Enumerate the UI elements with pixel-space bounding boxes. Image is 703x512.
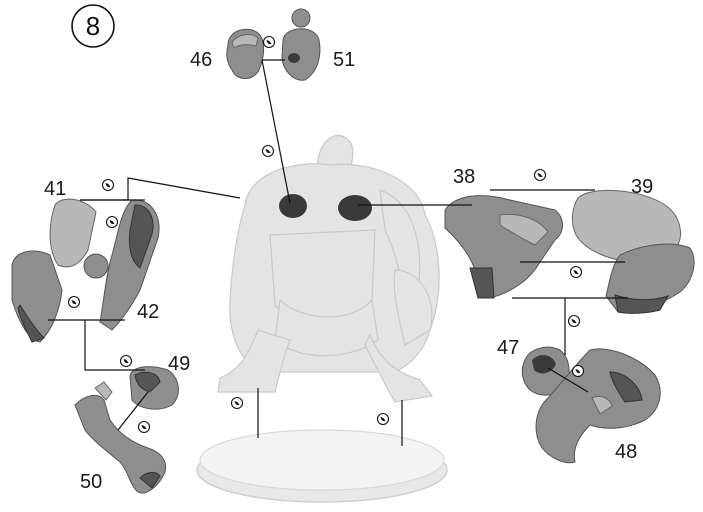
glue-drop-icon (263, 146, 274, 157)
label-50: 50 (80, 471, 102, 493)
glue-drop-icon (573, 366, 584, 377)
label-47: 47 (497, 337, 519, 359)
glue-drop-icon (571, 267, 582, 278)
glue-drop-icon (121, 356, 132, 367)
step-badge: 8 (72, 5, 114, 47)
base-disc (197, 430, 447, 502)
label-42: 42 (137, 301, 159, 323)
label-49: 49 (168, 353, 190, 375)
label-39: 39 (631, 176, 653, 198)
glue-drop-icon (232, 398, 243, 409)
glue-drop-icon (535, 170, 546, 181)
arm-39 (572, 190, 694, 313)
main-figure (218, 136, 439, 402)
glue-drop-icon (103, 180, 114, 191)
label-41: 41 (44, 178, 66, 200)
label-38: 38 (453, 166, 475, 188)
glue-drop-icon (107, 217, 118, 228)
label-48: 48 (615, 441, 637, 463)
head-46 (227, 29, 264, 78)
head-socket (279, 194, 307, 218)
arm-38 (445, 196, 563, 298)
arm-socket (338, 195, 372, 221)
label-46: 46 (190, 49, 212, 71)
glue-drop-icon (378, 414, 389, 425)
glue-drop-icon (569, 316, 580, 327)
step-number: 8 (86, 11, 100, 41)
glue-drop-icon (139, 422, 150, 433)
glue-drop-icon (264, 37, 275, 48)
label-51: 51 (333, 49, 355, 71)
head-51 (282, 9, 320, 80)
glue-drop-icon (69, 297, 80, 308)
